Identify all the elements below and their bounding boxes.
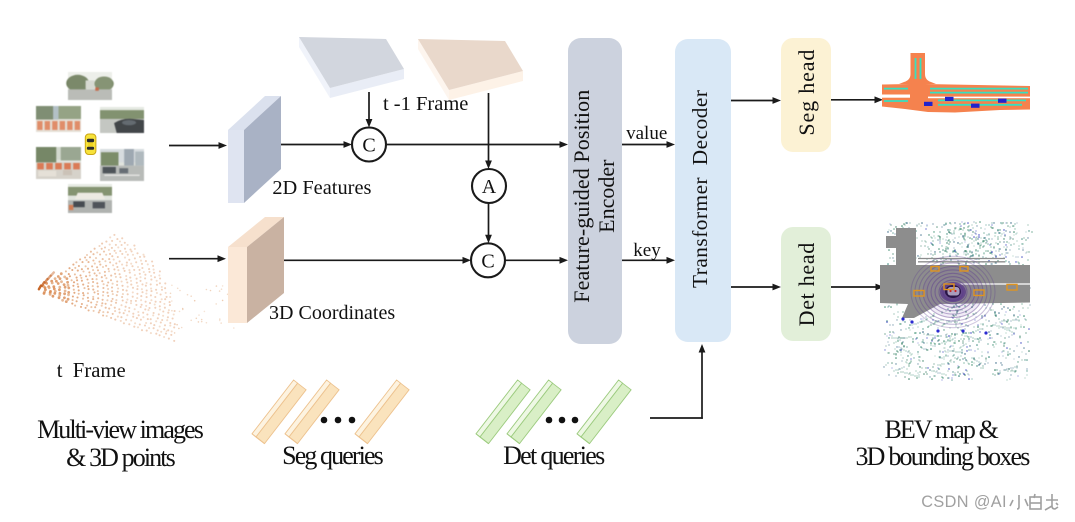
svg-text:C: C	[362, 135, 375, 157]
svg-text:C: C	[481, 250, 494, 272]
svg-text:A: A	[482, 176, 497, 198]
